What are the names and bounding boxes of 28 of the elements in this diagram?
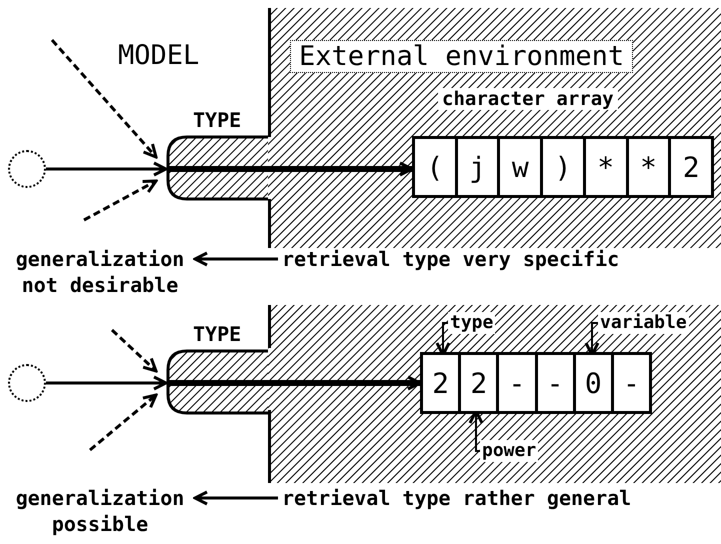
arrow (89, 394, 158, 452)
type-label: TYPE (193, 108, 242, 132)
arrow (46, 376, 168, 390)
arrow (167, 162, 414, 176)
arrow (167, 376, 422, 390)
arrow (83, 180, 158, 222)
arrow (194, 252, 278, 266)
caption-text: retrieval type very specific (282, 246, 672, 272)
array-cell: j (458, 139, 500, 195)
hatched-region (268, 8, 721, 248)
array-cell: - (538, 355, 576, 411)
region-title: External environment (290, 40, 634, 73)
array-label: character array (438, 88, 618, 110)
arrow (194, 490, 278, 506)
array-cell: 0 (576, 355, 614, 411)
type-label: TYPE (193, 322, 242, 346)
caption-text: generalization possible (5, 485, 195, 537)
arrow (46, 162, 168, 176)
leader-label: power (480, 440, 538, 462)
region-title: MODEL (118, 40, 200, 71)
arrow (50, 39, 158, 158)
leader-label: variable (598, 312, 689, 334)
leader-label: type (448, 312, 496, 334)
caption-text: generalization not desirable (5, 246, 195, 298)
hatched-region (268, 305, 721, 483)
caption-text: retrieval type rather general (282, 485, 672, 511)
arrow (110, 328, 158, 372)
array-cell: * (628, 139, 672, 195)
